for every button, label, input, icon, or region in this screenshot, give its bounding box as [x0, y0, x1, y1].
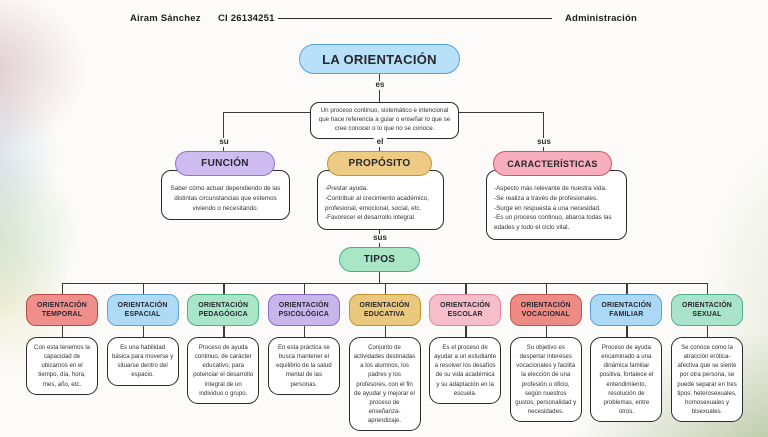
- type-node-vocacional: ORIENTACIÓN VOCACIONAL: [509, 294, 582, 326]
- type-node-pedagogica: ORIENTACIÓN PEDAGÓGICA: [187, 294, 260, 326]
- type-node-educativa: ORIENTACIÓN EDUCATIVA: [348, 294, 421, 326]
- funcion-node: FUNCIÓN: [175, 151, 275, 176]
- header-divider: [278, 18, 552, 19]
- type-node-temporal: ORIENTACIÓN TEMPORAL: [26, 294, 98, 326]
- type-node-familiar: ORIENTACIÓN FAMILIAR: [590, 294, 663, 326]
- author-id: CI 26134251: [218, 13, 275, 24]
- type-description-temporal: Con esta tenemos la capacidad de ubicarn…: [26, 337, 98, 395]
- type-node-psicologica: ORIENTACIÓN PSICOLÓGICA: [267, 294, 340, 326]
- root-node-title: LA ORIENTACIÓN: [299, 44, 460, 74]
- type-description-pedagogica: Proceso de ayuda continuo, de carácter e…: [187, 337, 260, 404]
- funcion-description-box: Saber cómo actuar dependiendo de las dis…: [161, 170, 290, 221]
- type-column-pedagogica: ORIENTACIÓN PEDAGÓGICA Proceso de ayuda …: [185, 283, 261, 431]
- definition-box: Un proceso continuo, sistemático e inten…: [310, 102, 459, 139]
- type-description-familiar: Proceso de ayuda encaminado a una dinámi…: [590, 337, 663, 423]
- connector-label-es: es: [372, 80, 388, 90]
- connector-line: [223, 112, 225, 153]
- caracteristicas-node: CARACTERÍSTICAS: [493, 151, 612, 176]
- caracteristicas-description-box: -Aspecto más relevante de nuestra vida. …: [486, 170, 627, 240]
- type-column-vocacional: ORIENTACIÓN VOCACIONAL Su objetivo es de…: [508, 283, 584, 431]
- type-column-espacial: ORIENTACIÓN ESPACIAL Es una habilidad bá…: [105, 283, 181, 431]
- connector-line: [379, 272, 381, 284]
- proposito-node: PROPÓSITO: [327, 151, 432, 176]
- type-description-escolar: Es el proceso de ayudar a un estudiante …: [429, 337, 502, 404]
- type-node-sexual: ORIENTACIÓN SEXUAL: [671, 294, 743, 326]
- type-description-espacial: Es una habilidad básica para moverse y s…: [106, 337, 179, 386]
- type-column-educativa: ORIENTACIÓN EDUCATIVA Conjunto de activi…: [347, 283, 423, 432]
- type-description-educativa: Conjunto de actividades destinadas a los…: [348, 337, 421, 432]
- type-column-temporal: ORIENTACIÓN TEMPORAL Con esta tenemos la…: [24, 283, 100, 431]
- tipos-node: TIPOS: [339, 247, 420, 272]
- author-name: Airam Sánchez: [130, 13, 201, 24]
- type-column-escolar: ORIENTACIÓN ESCOLAR Es el proceso de ayu…: [427, 283, 503, 431]
- connector-label-el: el: [373, 137, 387, 147]
- type-column-psicologica: ORIENTACIÓN PSICOLÓGICA En esta práctica…: [266, 283, 342, 431]
- type-description-psicologica: En esta práctica se busca mantener el eq…: [267, 337, 340, 395]
- type-column-familiar: ORIENTACIÓN FAMILIAR Proceso de ayuda en…: [588, 283, 664, 431]
- type-description-sexual: Se conoce como la atracción erótica-afec…: [671, 337, 743, 423]
- subject-label: Administración: [565, 13, 637, 24]
- type-node-escolar: ORIENTACIÓN ESCOLAR: [429, 294, 502, 326]
- type-column-sexual: ORIENTACIÓN SEXUAL Se conoce como la atr…: [669, 283, 745, 431]
- type-description-vocacional: Su objetivo es despertar intereses vocac…: [509, 337, 582, 423]
- proposito-description-box: -Prestar ayuda. -Contribuir al crecimien…: [317, 170, 444, 230]
- connector-label-su: su: [216, 137, 232, 147]
- types-row: ORIENTACIÓN TEMPORAL Con esta tenemos la…: [24, 283, 745, 432]
- connector-label-sus-tipos: sus: [370, 233, 390, 243]
- type-node-espacial: ORIENTACIÓN ESPACIAL: [106, 294, 179, 326]
- connector-label-sus: sus: [534, 137, 554, 147]
- connector-line: [543, 112, 545, 153]
